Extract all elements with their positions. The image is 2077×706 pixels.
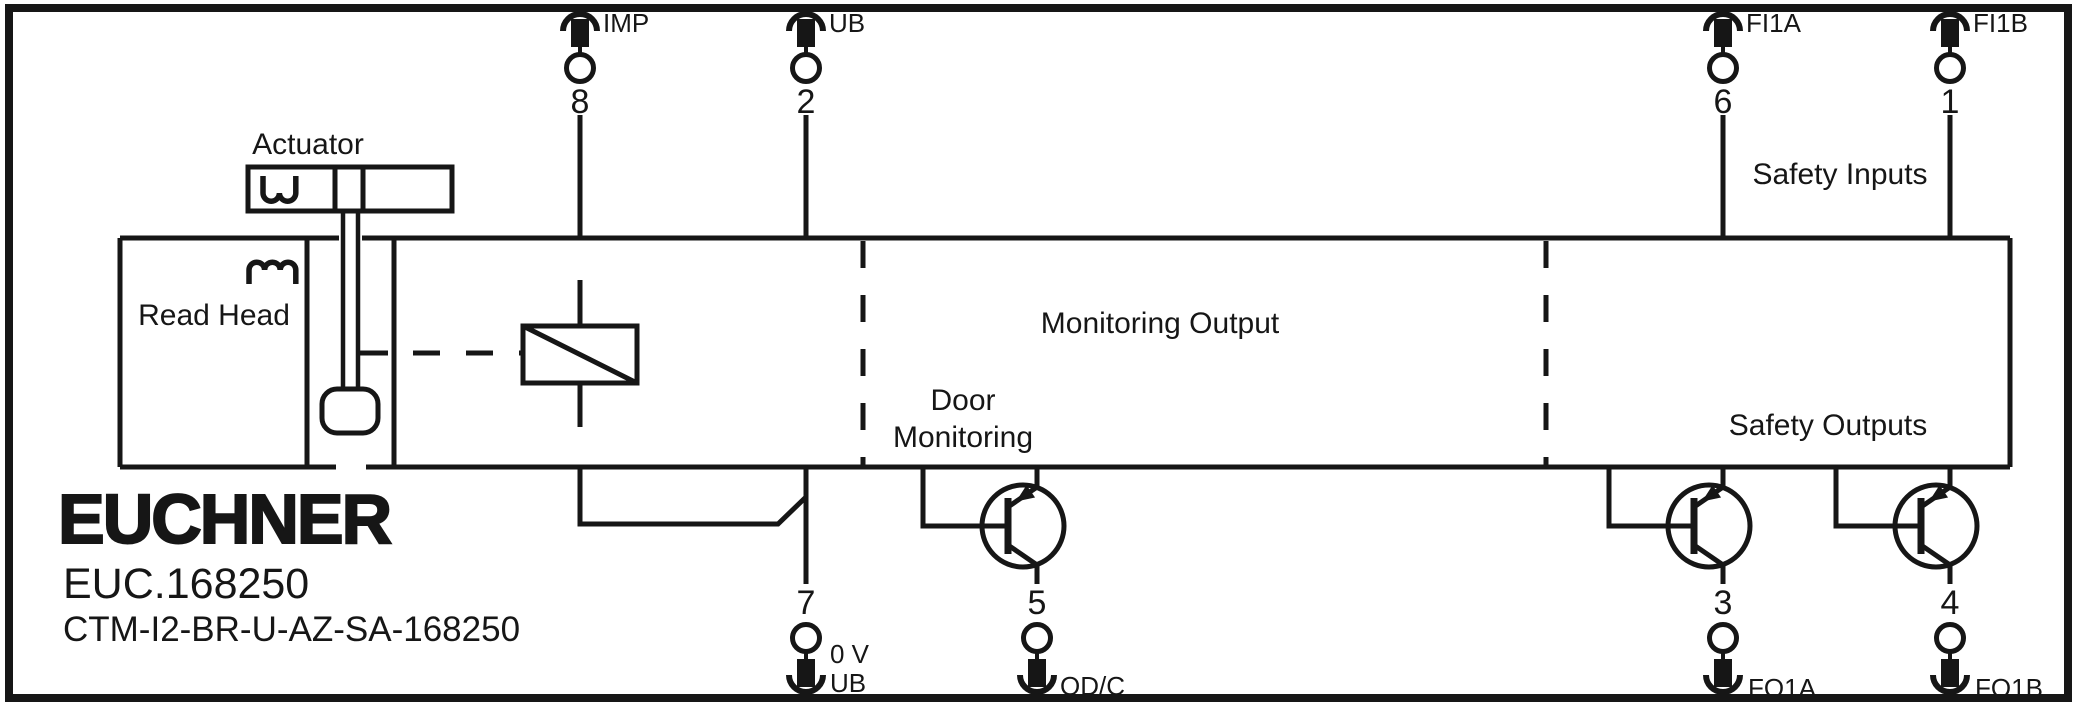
signal-label-fi1a: FI1A xyxy=(1746,8,1801,38)
monitoring-output-label: Monitoring Output xyxy=(1040,307,1280,340)
signal-label-odc: OD/C xyxy=(1060,671,1125,701)
type-code: CTM-I2-BR-U-AZ-SA-168250 xyxy=(63,610,521,649)
door-monitoring-label: Door Monitoring xyxy=(893,382,1033,456)
actuator-tip xyxy=(319,386,381,436)
zero-volt-return-wire xyxy=(577,467,808,527)
safety-outputs-label: Safety Outputs xyxy=(1728,409,1928,442)
order-code: EUC.168250 xyxy=(63,560,310,608)
device-housing xyxy=(117,235,2013,470)
safety-inputs-label: Safety Inputs xyxy=(1752,158,1928,191)
terminal-connector-icon-pin1 xyxy=(1933,14,1967,82)
signal-label-ub-bottom: UB xyxy=(830,668,867,698)
signal-label-fi1b: FI1B xyxy=(1973,8,2028,38)
signal-label-fo1b: FO1B xyxy=(1975,673,2043,703)
door-monitoring-label-line1: Door xyxy=(930,384,996,417)
pin-4-number: 4 xyxy=(1940,584,1960,622)
terminal-connector-icon-pin4 xyxy=(1933,625,1967,693)
door-monitoring-transistor-icon xyxy=(923,467,1064,584)
actuator-label: Actuator xyxy=(252,128,364,161)
signal-label-0v: 0 V xyxy=(830,639,870,669)
door-monitoring-label-line2: Monitoring xyxy=(892,421,1034,454)
pin-2-number: 2 xyxy=(796,83,816,121)
relay-icon xyxy=(520,280,640,427)
terminal-connector-icon-pin2 xyxy=(789,14,823,82)
signal-label-0v-ub: 0 V UB xyxy=(830,640,869,698)
euchner-logo: EUCHNER xyxy=(57,480,393,558)
signal-label-imp: IMP xyxy=(603,8,650,38)
pin-6-number: 6 xyxy=(1713,83,1733,121)
terminal-connector-icon-pin5 xyxy=(1020,625,1054,693)
safety-output-b-transistor-icon xyxy=(1836,467,1977,584)
pin-3-number: 3 xyxy=(1713,584,1733,622)
read-head-label: Read Head xyxy=(138,299,290,332)
actuator-body-dividers xyxy=(332,167,366,211)
pin-7-number: 7 xyxy=(796,584,816,622)
safety-output-a-transistor-icon xyxy=(1609,467,1750,584)
pin-8-number: 8 xyxy=(570,83,590,121)
signal-label-ub-top: UB xyxy=(829,8,866,38)
terminal-connector-icon-pin7 xyxy=(789,625,823,693)
read-head-coil-icon xyxy=(246,259,299,284)
terminal-connector-icon-pin3 xyxy=(1706,625,1740,693)
signal-label-fo1a: FO1A xyxy=(1748,673,1816,703)
terminal-connector-icon-pin8 xyxy=(563,14,597,82)
pin-1-number: 1 xyxy=(1940,83,1960,121)
actuator-body xyxy=(245,164,455,214)
actuator-assembly xyxy=(245,164,455,436)
actuator-stem xyxy=(340,211,361,389)
actuator-coil-icon xyxy=(260,176,299,204)
pin-5-number: 5 xyxy=(1027,584,1047,622)
terminal-connector-icon-pin6 xyxy=(1706,14,1740,82)
relay-diagonal xyxy=(521,323,639,386)
